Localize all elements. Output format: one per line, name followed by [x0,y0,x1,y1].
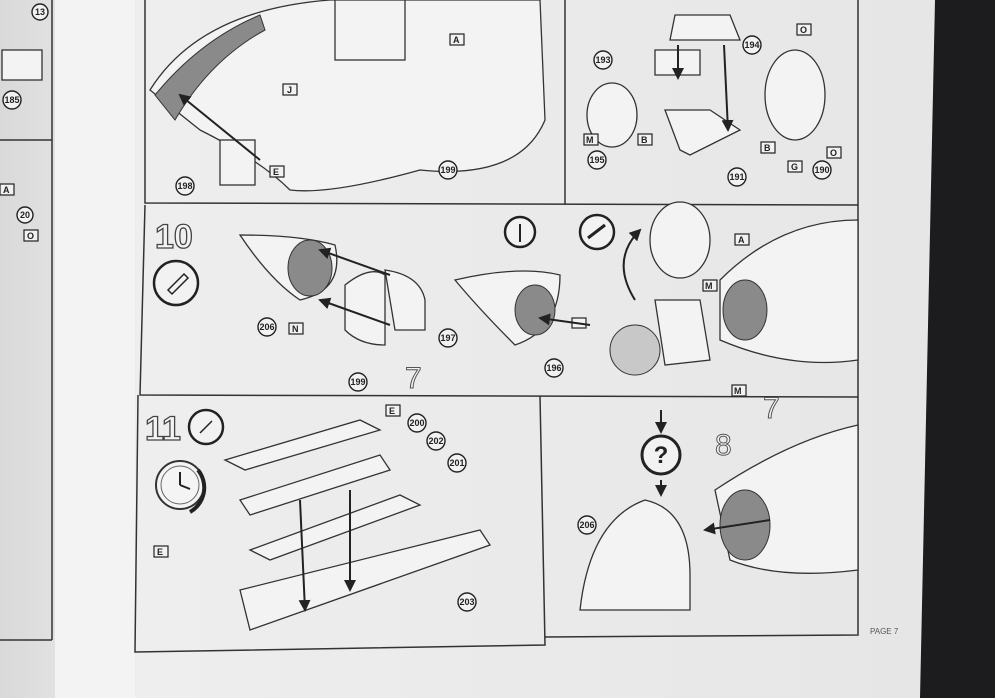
flag-O: O [796,23,812,36]
flag-B: B [637,133,653,146]
svg-text:199: 199 [350,377,365,387]
flag-E2: E [385,404,401,417]
callout-194: 194 [742,35,762,55]
callout-20: 20 [16,206,34,224]
callout-203: 203 [457,592,477,612]
callout-199b: 199 [348,372,368,392]
svg-text:190: 190 [814,165,829,175]
svg-text:20: 20 [20,210,30,220]
svg-text:198: 198 [177,181,192,191]
flag-M3: M [731,384,747,397]
svg-text:196: 196 [546,363,561,373]
step-number-11: 11 [145,410,181,448]
top-panels [144,0,859,206]
svg-text:M: M [705,281,713,291]
intake-assembly [223,419,492,631]
svg-text:E: E [157,547,163,557]
svg-text:J: J [287,85,292,95]
svg-text:M: M [586,135,594,145]
flag-J: J [282,83,298,96]
step11-panel [134,394,546,653]
callout-198: 198 [175,176,195,196]
drying-clock-icon [155,460,207,514]
radar-dish [609,324,661,376]
svg-text:13: 13 [35,7,45,17]
page-fold [55,0,135,698]
callout-206: 206 [257,317,277,337]
subassembly-7: 7 [405,362,422,395]
left-page-edge [0,0,53,641]
nose-cone-assembly-2 [453,201,859,376]
callout-191: 191 [727,167,747,187]
svg-text:O: O [800,25,807,35]
svg-text:E: E [273,167,279,177]
flag-M2: M [702,279,718,292]
callout-206b: 206 [577,515,597,535]
svg-text:206: 206 [579,520,594,530]
callout-195: 195 [587,150,607,170]
svg-text:194: 194 [744,40,759,50]
drill-icon [503,215,537,249]
svg-text:M: M [734,386,742,396]
svg-text:B: B [641,135,648,145]
svg-text:G: G [791,162,798,172]
svg-text:A: A [738,235,745,245]
svg-text:199: 199 [440,165,455,175]
seat-assembly [586,14,826,156]
callout-202: 202 [426,431,446,451]
callout-190: 190 [812,160,832,180]
svg-text:O: O [830,148,837,158]
flag-B2: B [760,141,776,154]
cutter-icon [578,213,616,251]
callout-197: 197 [438,328,458,348]
glue-tube-icon [152,259,200,307]
subassembly-7b: 7 [763,392,780,425]
glue-tube-icon-2 [187,408,225,446]
callout-199: 199 [438,160,458,180]
svg-text:193: 193 [595,55,610,65]
svg-text:B: B [764,143,771,153]
svg-text:A: A [3,185,10,195]
flag-N: N [288,322,304,335]
final-nose-assembly [579,424,859,611]
svg-text:185: 185 [4,95,19,105]
flag-E3: E [153,545,169,558]
flag-A-left: A [0,183,15,196]
svg-text:202: 202 [428,436,443,446]
svg-text:197: 197 [440,333,455,343]
svg-text:191: 191 [729,172,744,182]
svg-text:195: 195 [589,155,604,165]
svg-text:200: 200 [409,418,424,428]
flag-A2: A [734,233,750,246]
callout-196: 196 [544,358,564,378]
page-label: PAGE 7 [870,627,899,636]
svg-text:O: O [27,231,34,241]
flag-O2: O [826,146,842,159]
flag-M: M [583,133,599,146]
callout-201: 201 [447,453,467,473]
svg-text:201: 201 [449,458,464,468]
flag-A: A [449,33,465,46]
subassembly-8: 8 [715,429,732,462]
svg-text:?: ? [654,442,669,469]
flag-G: G [787,160,803,173]
question-icon: ? [640,434,682,476]
svg-text:203: 203 [459,597,474,607]
nose-cone-assembly [238,234,426,346]
callout-200: 200 [407,413,427,433]
svg-text:206: 206 [259,322,274,332]
svg-text:E: E [389,406,395,416]
flag-E: E [269,165,285,178]
flag-O-left: O [23,229,39,242]
svg-text:A: A [453,35,460,45]
svg-text:N: N [292,324,299,334]
callout-13: 13 [31,3,49,21]
callout-193: 193 [593,50,613,70]
step-number-10: 10 [155,218,193,256]
fuselage-assembly [149,0,546,192]
callout-185: 185 [2,90,22,110]
